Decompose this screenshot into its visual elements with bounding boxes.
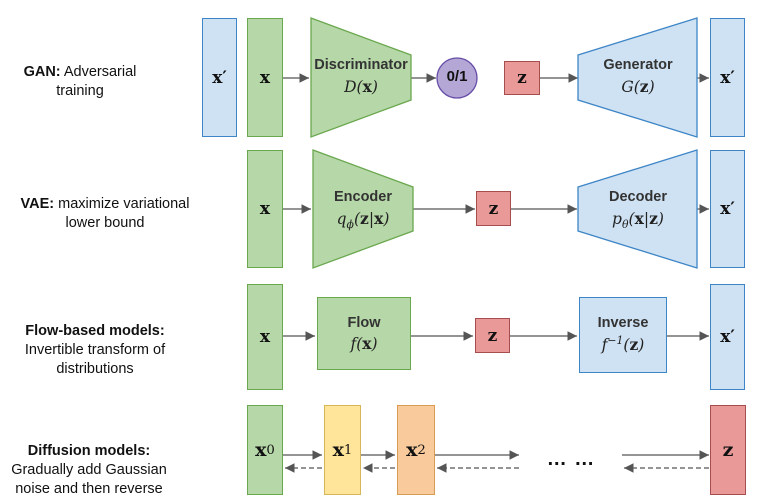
- generator-label: Generator G(z): [582, 57, 694, 96]
- encoder-label: Encoder qϕ(z|x): [313, 189, 413, 231]
- discriminator-function: D(x): [344, 77, 378, 96]
- gan-x-prime-output: x′: [710, 18, 745, 137]
- gan-x-input: x: [247, 18, 283, 137]
- encoder-title: Encoder: [333, 189, 392, 205]
- gan-z-latent: z: [504, 61, 540, 95]
- gan-row-label: GAN: Adversarial training: [0, 63, 160, 101]
- decoder-function: pθ(x|z): [612, 209, 664, 232]
- vae-z-latent: z: [476, 191, 511, 226]
- gan-label-bold: GAN:: [23, 64, 61, 80]
- decoder-title: Decoder: [608, 189, 668, 205]
- gan-x-prime-input: x′: [202, 18, 237, 137]
- flow-row-label: Flow-based models: Invertible transform …: [0, 322, 190, 379]
- flow-block: Flow f(x): [317, 297, 411, 370]
- flow-function: f(x): [350, 333, 378, 353]
- flow-title: Flow: [347, 314, 381, 331]
- generator-function: G(z): [621, 77, 655, 96]
- flow-x-input: x: [247, 284, 283, 390]
- encoder-shape: [312, 149, 414, 269]
- flow-x-prime-output: x′: [710, 284, 745, 390]
- vae-x-prime-output: x′: [710, 150, 745, 268]
- inverse-function: f−1(z): [601, 334, 645, 355]
- flow-z-latent: z: [475, 318, 510, 353]
- diffusion-z: z: [710, 405, 746, 495]
- vae-row-label: VAE: maximize variational lower bound: [10, 195, 200, 233]
- inverse-block: Inverse f−1(z): [579, 297, 667, 373]
- generator-title: Generator: [603, 57, 673, 73]
- output-circle: [436, 57, 478, 99]
- diffusion-ellipsis: … …: [546, 448, 596, 470]
- vae-label-bold: VAE:: [20, 196, 55, 212]
- vae-x-input: x: [247, 150, 283, 268]
- discriminator-title: Discriminator: [314, 57, 408, 73]
- vae-label-text: maximize variational lower bound: [54, 196, 190, 231]
- gan-label-text: Adversarial training: [56, 64, 137, 99]
- flow-label-bold: Flow-based models:: [25, 323, 165, 339]
- inverse-title: Inverse: [597, 315, 649, 332]
- diffusion-label-bold: Diffusion models:: [27, 443, 151, 459]
- flow-label-text: Invertible transform of distributions: [24, 342, 166, 377]
- encoder-function: qϕ(z|x): [336, 209, 390, 232]
- discriminator-label: Discriminator D(x): [311, 57, 411, 96]
- decoder-label: Decoder pθ(x|z): [582, 189, 694, 231]
- generator-shape: [577, 17, 698, 138]
- discriminator-shape: [310, 17, 412, 138]
- output-label: 0/1: [446, 68, 468, 85]
- decoder-shape: [577, 149, 698, 269]
